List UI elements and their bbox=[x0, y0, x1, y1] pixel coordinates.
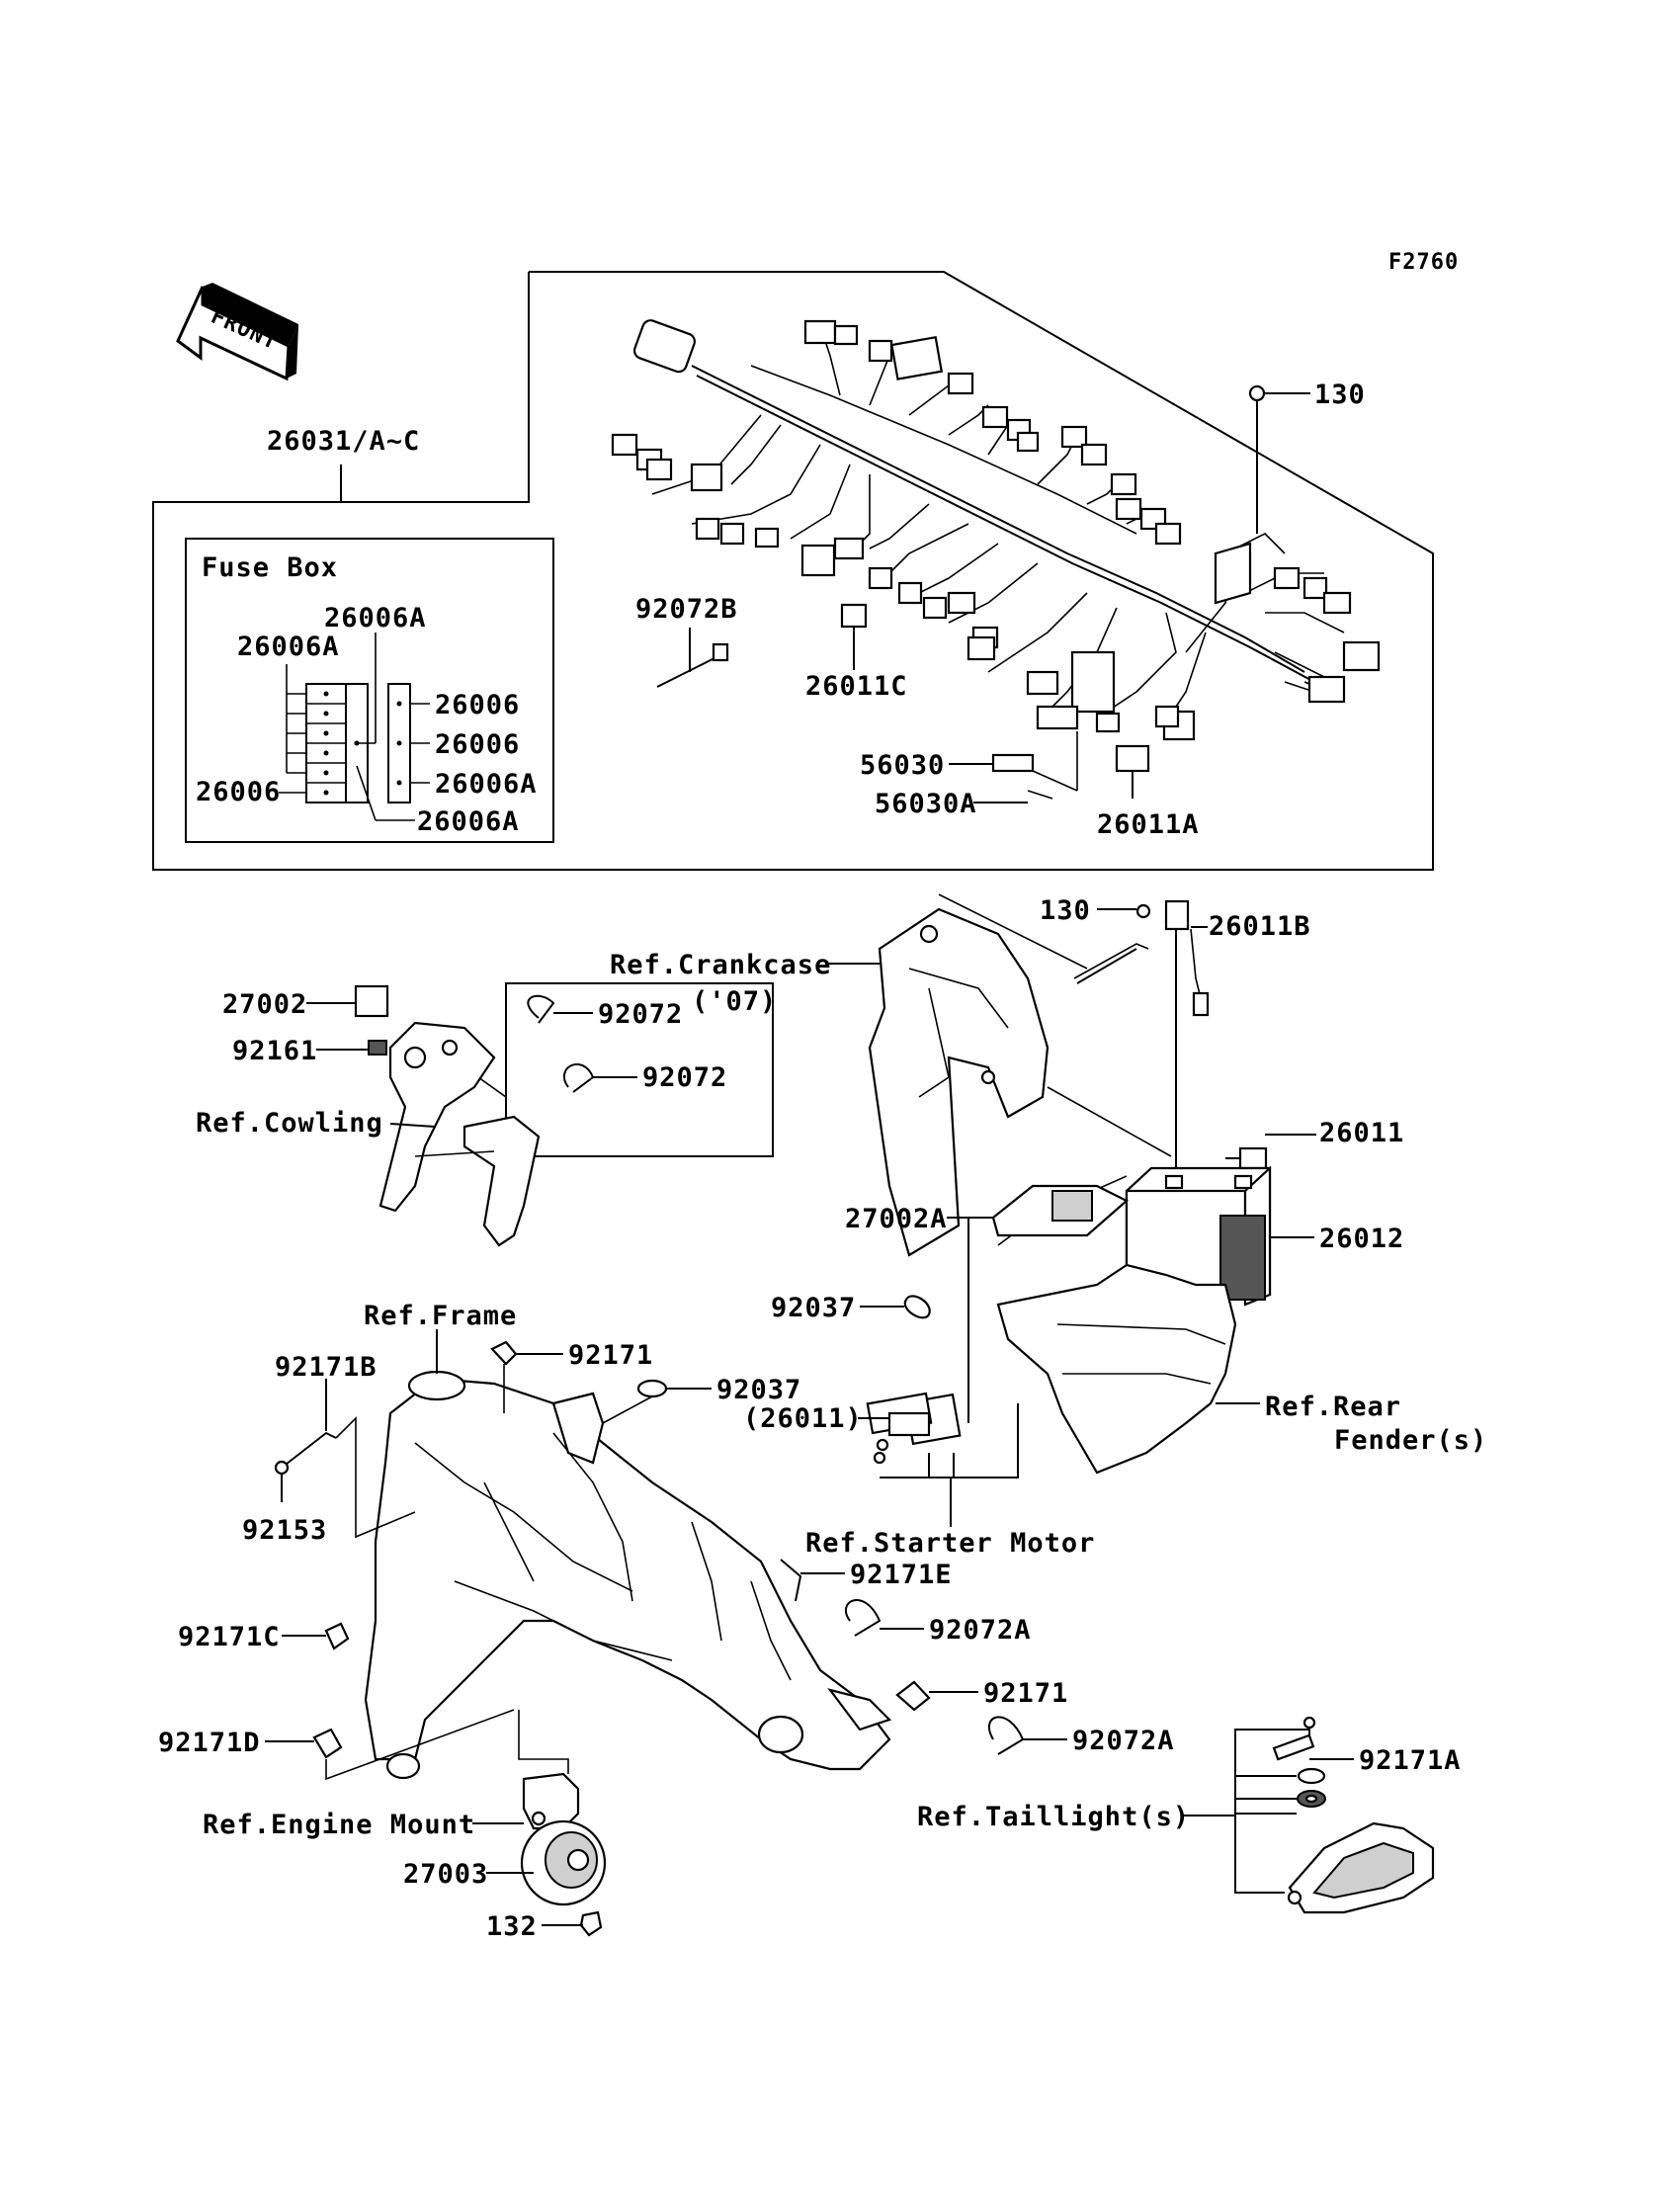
fuse-box-inset bbox=[185, 538, 554, 843]
label-92171E: 92171E bbox=[850, 1560, 953, 1590]
label-27002A: 27002A bbox=[845, 1204, 948, 1234]
bolt-92153 bbox=[274, 1460, 290, 1476]
label-part-56030A bbox=[1027, 790, 1053, 800]
clip-92171D bbox=[312, 1728, 343, 1759]
battery-cable bbox=[1076, 948, 1137, 984]
label-56030: 56030 bbox=[860, 750, 945, 781]
label-fb-26006-r1: 26006 bbox=[435, 690, 520, 720]
label-92171-lower: 92171 bbox=[983, 1678, 1068, 1709]
clip-92171-lower bbox=[895, 1680, 931, 1712]
label-92171C: 92171C bbox=[178, 1622, 281, 1652]
cable-tie-92072-2 bbox=[562, 1062, 595, 1093]
label-07: ('07) bbox=[692, 986, 777, 1017]
label-part-56030 bbox=[991, 753, 1035, 773]
label-fender: Fender(s) bbox=[1334, 1425, 1487, 1456]
label-ref-engine-mount: Ref.Engine Mount bbox=[203, 1810, 475, 1840]
connector-26011C bbox=[840, 603, 868, 629]
bolt-130-top bbox=[1248, 384, 1266, 402]
label-92161: 92161 bbox=[232, 1036, 317, 1066]
label-26012: 26012 bbox=[1319, 1224, 1404, 1254]
cowling-ref bbox=[378, 1021, 541, 1247]
label-harness: 26031/A~C bbox=[267, 426, 420, 457]
fuse-block bbox=[279, 633, 430, 821]
clip-92171E bbox=[780, 1559, 802, 1602]
label-92037-a: 92037 bbox=[771, 1293, 856, 1323]
label-fb-26006A-top: 26006A bbox=[324, 603, 427, 634]
terminal-26011B bbox=[1164, 899, 1190, 931]
cable-tie-92072A-2 bbox=[987, 1716, 1025, 1755]
label-ref-starter: Ref.Starter Motor bbox=[805, 1528, 1095, 1559]
label-27003: 27003 bbox=[403, 1859, 488, 1890]
cover-26011 bbox=[1238, 1146, 1268, 1170]
label-92171A: 92171A bbox=[1359, 1745, 1462, 1776]
clip-92171B bbox=[281, 1431, 337, 1469]
cable-tie-92072B bbox=[656, 642, 729, 688]
label-ref-cowling: Ref.Cowling bbox=[196, 1108, 383, 1139]
label-ref-crankcase: Ref.Crankcase bbox=[610, 950, 831, 980]
frame-ref bbox=[364, 1370, 892, 1780]
label-fb-26006A-left: 26006A bbox=[237, 632, 340, 662]
cable-tie-group-07 bbox=[505, 982, 774, 1157]
relay-27002 bbox=[354, 984, 389, 1018]
label-130-mid: 130 bbox=[1040, 895, 1091, 926]
bolt-130-mid bbox=[1135, 903, 1151, 919]
label-56030A: 56030A bbox=[875, 789, 977, 819]
label-fb-26006A-r3: 26006A bbox=[435, 769, 538, 800]
rear-fender-ref bbox=[996, 1263, 1237, 1475]
label-26011-paren: (26011) bbox=[743, 1403, 863, 1434]
label-fb-26006-left: 26006 bbox=[196, 777, 281, 807]
taillight-unit bbox=[1287, 1821, 1435, 1914]
label-ref-taillight: Ref.Taillight(s) bbox=[917, 1802, 1190, 1832]
starter-relay-group bbox=[866, 1392, 962, 1465]
engine-mount-bracket bbox=[522, 1772, 580, 1830]
label-92171D: 92171D bbox=[158, 1728, 261, 1758]
label-fb-26006A-bottom: 26006A bbox=[417, 806, 520, 837]
label-92072A-2: 92072A bbox=[1072, 1726, 1175, 1756]
harness-group-box bbox=[152, 271, 1434, 871]
horn-27003 bbox=[520, 1819, 607, 1906]
label-92171B: 92171B bbox=[275, 1352, 378, 1383]
ecu-27002A bbox=[991, 1184, 1129, 1237]
label-92153: 92153 bbox=[242, 1515, 327, 1546]
figure-code: F2760 bbox=[1388, 250, 1459, 275]
wiring-harness bbox=[611, 319, 1381, 741]
label-92037-b: 92037 bbox=[716, 1375, 801, 1405]
label-ref-frame: Ref.Frame bbox=[364, 1301, 517, 1331]
nut-132 bbox=[579, 1910, 603, 1937]
connector-26011A bbox=[1115, 744, 1150, 773]
clamp-92037-a bbox=[903, 1295, 931, 1319]
label-92072B: 92072B bbox=[635, 594, 738, 625]
clip-92171C bbox=[324, 1622, 350, 1650]
crankcase-ref bbox=[868, 907, 1050, 1257]
label-92072A-1: 92072A bbox=[929, 1615, 1032, 1646]
label-26011B: 26011B bbox=[1209, 911, 1311, 942]
front-arrow-icon: FRONT bbox=[176, 283, 298, 381]
label-130-top: 130 bbox=[1314, 380, 1366, 410]
label-26011: 26011 bbox=[1319, 1118, 1404, 1148]
label-92072-2: 92072 bbox=[642, 1062, 727, 1093]
clip-92171-top bbox=[490, 1340, 518, 1366]
label-92072-1: 92072 bbox=[598, 999, 683, 1030]
label-fb-26006-r2: 26006 bbox=[435, 729, 520, 760]
label-26011C: 26011C bbox=[805, 671, 908, 702]
label-92171-top: 92171 bbox=[568, 1340, 653, 1371]
cable-tie-92072-1 bbox=[527, 994, 555, 1024]
label-26011A: 26011A bbox=[1097, 809, 1200, 840]
label-132: 132 bbox=[486, 1911, 538, 1942]
holder-92161 bbox=[368, 1040, 387, 1056]
label-27002: 27002 bbox=[222, 989, 307, 1020]
clamp-92037-b bbox=[636, 1379, 668, 1398]
label-ref-rear: Ref.Rear bbox=[1265, 1392, 1401, 1422]
cable-tie-92072A-1 bbox=[844, 1599, 882, 1637]
fuse-box-title: Fuse Box bbox=[202, 552, 338, 583]
